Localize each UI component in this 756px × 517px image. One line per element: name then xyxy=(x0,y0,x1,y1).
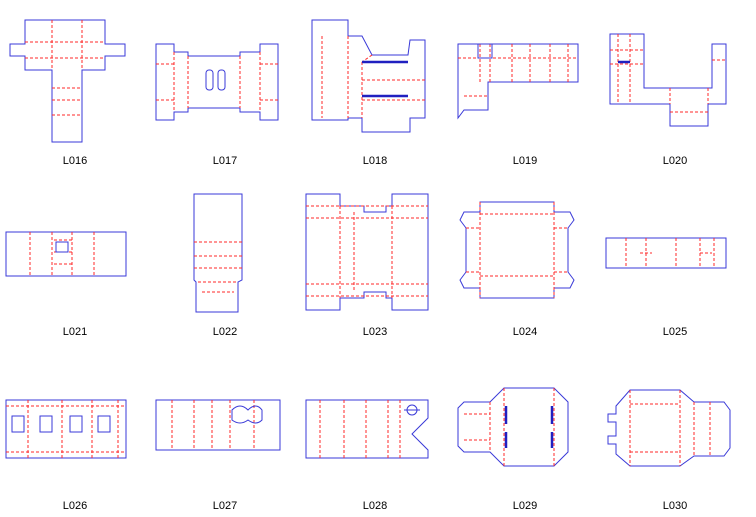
item-code-label: L024 xyxy=(512,326,538,338)
die-line-drawing-l019 xyxy=(457,43,579,120)
die-line-drawing-l026 xyxy=(5,399,127,459)
die-line-item-l020[interactable]: L020 xyxy=(600,0,750,170)
die-line-item-l028[interactable]: L028 xyxy=(300,344,450,514)
die-line-item-l026[interactable]: L026 xyxy=(0,344,150,514)
item-code-label: L026 xyxy=(62,500,88,512)
item-code-label: L021 xyxy=(62,326,88,338)
item-code-label: L025 xyxy=(662,326,688,338)
die-line-drawing-l020 xyxy=(609,33,727,127)
die-line-item-l021[interactable]: L021 xyxy=(0,172,150,342)
die-line-drawing-l018 xyxy=(311,19,426,133)
die-line-item-l029[interactable]: L029 xyxy=(450,344,600,514)
die-line-drawing-l029 xyxy=(457,387,569,467)
die-line-drawing-l022 xyxy=(193,193,243,313)
item-code-label: L022 xyxy=(212,326,238,338)
die-line-item-l022[interactable]: L022 xyxy=(150,172,300,342)
die-line-item-l016[interactable]: L016 xyxy=(0,0,150,170)
item-code-label: L019 xyxy=(512,155,538,167)
item-code-label: L030 xyxy=(662,500,688,512)
die-line-drawing-l028 xyxy=(305,399,429,459)
die-line-drawing-l024 xyxy=(459,201,575,299)
die-line-drawing-l030 xyxy=(607,389,731,467)
die-line-item-l019[interactable]: L019 xyxy=(450,0,600,170)
die-line-item-l018[interactable]: L018 xyxy=(300,0,450,170)
die-line-item-l023[interactable]: L023 xyxy=(300,172,450,342)
item-code-label: L016 xyxy=(62,155,88,167)
die-line-drawing-l016 xyxy=(9,19,126,143)
die-line-drawing-l021 xyxy=(5,231,127,277)
die-line-item-l024[interactable]: L024 xyxy=(450,172,600,342)
item-code-label: L029 xyxy=(512,500,538,512)
die-line-item-l027[interactable]: L027 xyxy=(150,344,300,514)
die-line-drawing-l017 xyxy=(155,43,279,121)
item-code-label: L027 xyxy=(212,500,238,512)
item-code-label: L018 xyxy=(362,155,388,167)
die-line-drawing-l025 xyxy=(605,237,727,269)
item-code-label: L020 xyxy=(662,155,688,167)
die-line-drawing-l023 xyxy=(305,193,429,311)
die-line-item-l025[interactable]: L025 xyxy=(600,172,750,342)
item-code-label: L017 xyxy=(212,155,238,167)
item-code-label: L023 xyxy=(362,326,388,338)
die-line-item-l030[interactable]: L030 xyxy=(600,344,750,514)
item-code-label: L028 xyxy=(362,500,388,512)
die-line-item-l017[interactable]: L017 xyxy=(150,0,300,170)
die-line-drawing-l027 xyxy=(155,399,281,451)
